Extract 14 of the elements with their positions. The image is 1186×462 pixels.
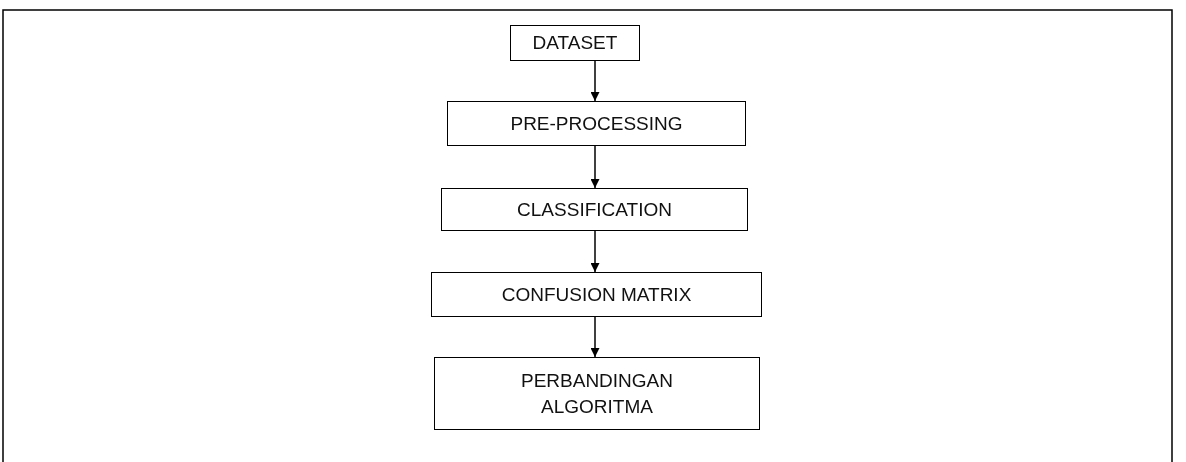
process-box <box>434 357 760 430</box>
process-box <box>431 272 762 317</box>
box-label: CONFUSION MATRIX <box>501 282 692 307</box>
box-label: PRE-PROCESSING <box>510 111 683 136</box>
process-box <box>510 25 640 61</box>
arrow <box>590 230 600 273</box>
process-box <box>441 188 748 231</box>
arrow <box>590 316 600 358</box>
box-label: DATASET <box>532 31 618 56</box>
process-box <box>447 101 746 146</box>
arrow <box>590 145 600 189</box>
box-label: PERBANDINGAN ALGORITMA <box>520 368 674 419</box>
arrow <box>590 60 600 102</box>
box-label: CLASSIFICATION <box>517 197 672 222</box>
